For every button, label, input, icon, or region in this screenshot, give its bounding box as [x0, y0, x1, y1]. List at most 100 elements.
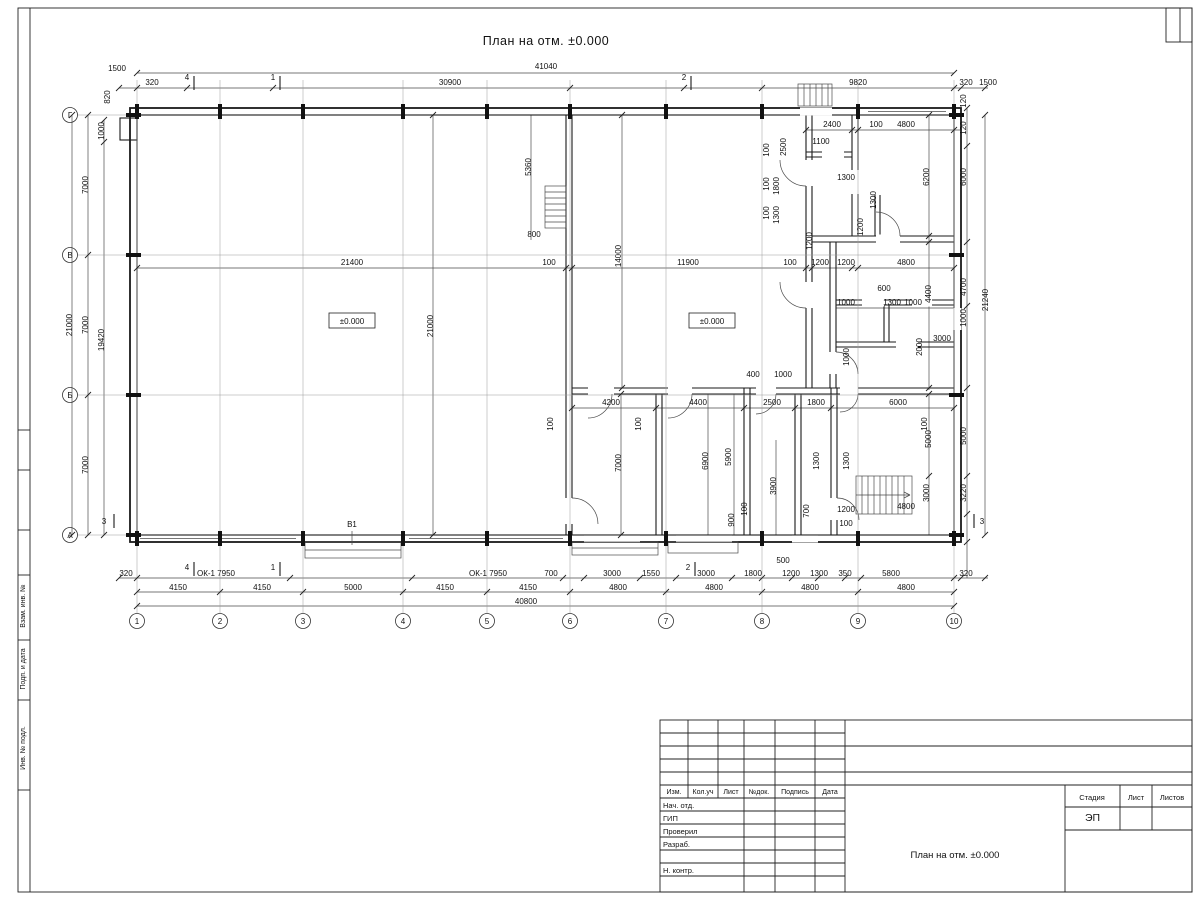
dim-label: 4800: [897, 258, 915, 267]
dim-tick: [740, 404, 748, 412]
axis-bubble: [946, 613, 962, 629]
dim-tick: [925, 472, 933, 480]
column-mark: [952, 531, 956, 546]
dim-tick: [854, 126, 862, 134]
axis-label: 5: [485, 617, 490, 626]
dim-label: 2500: [763, 398, 781, 407]
dim-label: 500: [776, 556, 790, 565]
dim-label: 7000: [614, 454, 623, 472]
dim-tick: [802, 126, 810, 134]
stamp-header-cell: №док.: [749, 789, 770, 796]
dim-label: 320: [959, 78, 973, 87]
drawing-title: План на отм. ±0.000: [482, 34, 610, 48]
dim-tick: [299, 588, 307, 596]
dim-label: 21240: [981, 288, 990, 311]
dim-tick: [758, 574, 766, 582]
dim-label: 7000: [81, 316, 90, 334]
dim-tick: [950, 126, 958, 134]
axis-label: 7: [664, 617, 669, 626]
axis-bubble: [295, 613, 311, 629]
dim-label: 3000: [603, 569, 621, 578]
dim-label: 1200: [811, 258, 829, 267]
dim-tick: [269, 84, 277, 92]
dim-tick: [981, 111, 989, 119]
elevation-box: [688, 312, 736, 329]
title-block: [659, 719, 1193, 893]
dim-label: 6000: [889, 398, 907, 407]
dim-tick: [617, 390, 625, 398]
dim-label: 1300: [842, 452, 851, 470]
dim-label: 1300: [810, 569, 828, 578]
dim-label: 9820: [849, 78, 867, 87]
axis-bubble: [212, 613, 228, 629]
dim-label: 19420: [97, 328, 106, 351]
dim-tick: [399, 588, 407, 596]
dim-label: 2: [686, 563, 691, 572]
dim-label: 40800: [515, 597, 538, 606]
dim-tick: [133, 69, 141, 77]
dim-label: ОК-1 7950: [197, 569, 236, 578]
dim-tick: [758, 588, 766, 596]
section-markers: [113, 76, 975, 576]
dim-label: 2400: [823, 120, 841, 129]
dim-label: 1550: [642, 569, 660, 578]
dim-label: 100: [869, 120, 883, 129]
stamp-stage-value: ЭП: [1084, 812, 1101, 824]
column-mark: [126, 393, 141, 397]
dim-tick: [950, 84, 958, 92]
dim-label: 1000: [904, 298, 922, 307]
dim-tick: [950, 602, 958, 610]
dim-tick: [841, 574, 849, 582]
dim-label: 5000: [344, 583, 362, 592]
dim-tick: [963, 302, 971, 310]
dim-tick: [925, 384, 933, 392]
dim-label: 4: [185, 563, 190, 572]
column-mark: [664, 531, 668, 546]
dim-label: 4800: [897, 583, 915, 592]
dim-tick: [68, 111, 76, 119]
dim-label: 4150: [519, 583, 537, 592]
dim-label: 21000: [65, 313, 74, 336]
dim-label: ОК-1 7950: [469, 569, 508, 578]
dim-label: 3900: [769, 477, 778, 495]
dim-label: 7000: [81, 176, 90, 194]
dim-tick: [925, 238, 933, 246]
dim-label: 100: [783, 258, 797, 267]
dim-tick: [618, 384, 626, 392]
axis-label: 8: [760, 617, 765, 626]
column-mark: [218, 531, 222, 546]
stamp-header-cell: Подпись: [781, 789, 809, 796]
dim-tick: [963, 384, 971, 392]
dim-tick: [133, 84, 141, 92]
dim-label: 100: [920, 417, 929, 431]
dim-label: 700: [802, 504, 811, 518]
dim-tick: [848, 126, 856, 134]
dim-label: 3: [102, 517, 107, 526]
dim-label: 6200: [922, 168, 931, 186]
dim-tick: [950, 404, 958, 412]
dim-tick: [84, 251, 92, 259]
dim-label: 1000: [774, 370, 792, 379]
dim-tick: [68, 531, 76, 539]
dim-tick: [788, 574, 796, 582]
column-mark: [135, 531, 139, 546]
dim-tick: [950, 264, 958, 272]
axis-bubble: [62, 107, 78, 123]
dim-label: 4400: [689, 398, 707, 407]
axis-label: 3: [301, 617, 306, 626]
dim-label: 1000: [97, 122, 106, 140]
dim-tick: [133, 264, 141, 272]
dim-label: 6900: [701, 452, 710, 470]
dim-label: 3000: [922, 484, 931, 502]
dim-label: 5360: [524, 158, 533, 176]
dim-label: 1300: [869, 191, 878, 209]
dim-tick: [950, 69, 958, 77]
axis-label: 1: [135, 617, 140, 626]
dim-tick: [216, 588, 224, 596]
dim-label: 1: [271, 563, 276, 572]
dim-label: 4200: [602, 398, 620, 407]
dim-label: 820: [103, 90, 112, 104]
axis-label: Б: [67, 391, 72, 400]
axis-label: 6: [568, 617, 573, 626]
interior-walls: [565, 115, 954, 535]
